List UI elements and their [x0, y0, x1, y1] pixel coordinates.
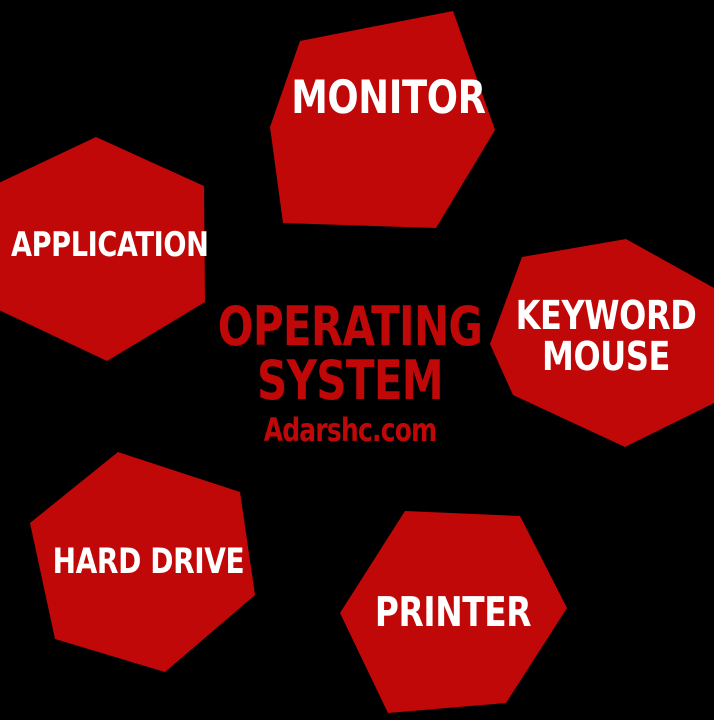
hexagon-monitor[interactable] — [270, 11, 495, 228]
hexagon-application[interactable] — [0, 137, 205, 361]
hexagon-hard-drive[interactable] — [30, 452, 255, 672]
hexagon-printer[interactable] — [340, 511, 567, 713]
hexagon-keyword-mouse[interactable] — [490, 239, 714, 447]
